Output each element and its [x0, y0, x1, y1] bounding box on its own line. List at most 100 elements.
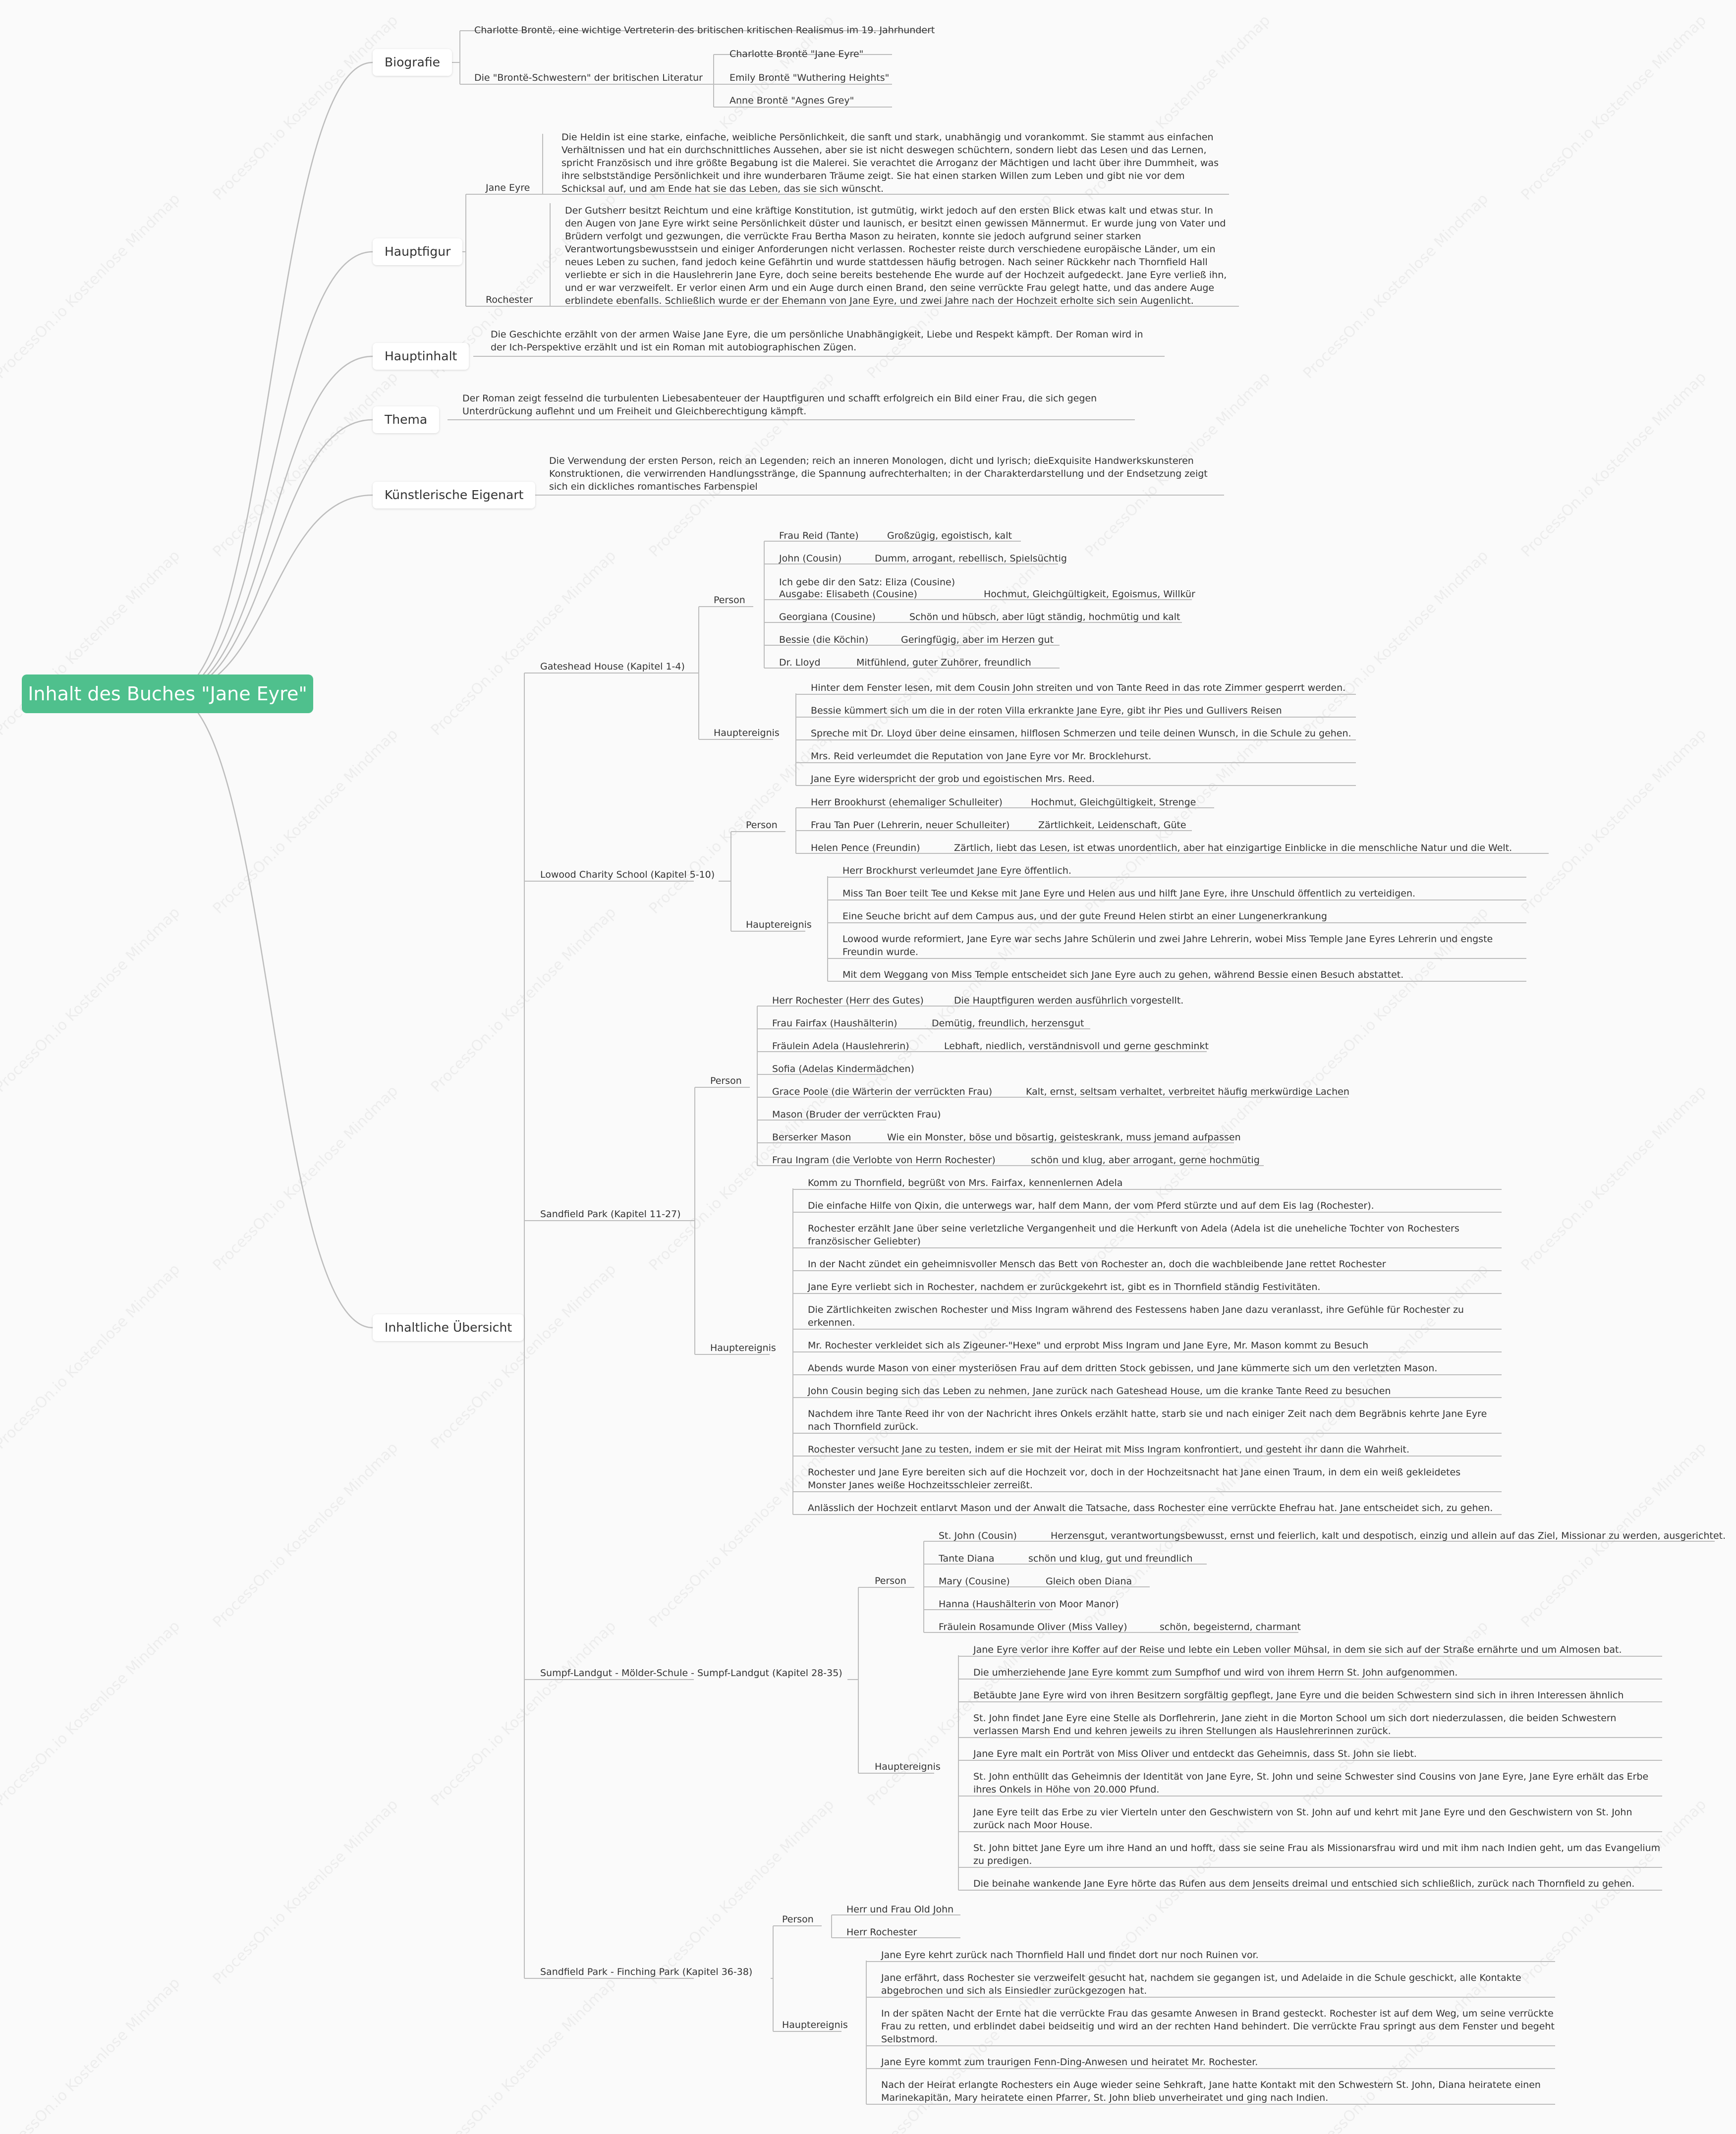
person-lowood-3[interactable]: Helen Pence (Freundin): [811, 842, 920, 853]
event-sandfield-11[interactable]: Rochester versucht Jane zu testen, indem…: [808, 1444, 1410, 1455]
person-gateshead-3-line2[interactable]: Ausgabe: Elisabeth (Cousine): [779, 589, 917, 600]
gateshead-person-label[interactable]: Person: [714, 595, 745, 606]
person-gateshead-4-desc[interactable]: Schön und hübsch, aber lügt ständig, hoc…: [909, 612, 1180, 622]
person-sandfield-8-desc[interactable]: schön und klug, aber arrogant, gerne hoc…: [1031, 1155, 1260, 1166]
bio-vertreterin[interactable]: Charlotte Brontë, eine wichtige Vertrete…: [474, 25, 935, 36]
branch-thema[interactable]: Thema: [373, 406, 440, 433]
section-sumpf-title[interactable]: Sumpf-Landgut - Mölder-Schule - Sumpf-La…: [540, 1668, 842, 1679]
person-lowood-1-desc[interactable]: Hochmut, Gleichgültigkeit, Strenge: [1031, 797, 1196, 808]
event-sandfield-8[interactable]: Abends wurde Mason von einer mysteriösen…: [808, 1363, 1438, 1374]
person-sandfield-7-desc[interactable]: Wie ein Monster, böse und bösartig, geis…: [887, 1132, 1241, 1143]
person-finching-2[interactable]: Herr Rochester: [846, 1927, 917, 1938]
event-finching-2[interactable]: Jane erfährt, dass Rochester sie verzwei…: [881, 1972, 1521, 1996]
event-lowood-3[interactable]: Eine Seuche bricht auf dem Campus aus, u…: [842, 911, 1327, 922]
event-finching-5[interactable]: Nach der Heirat erlangte Rochesters ein …: [881, 2079, 1541, 2103]
person-sumpf-3-desc[interactable]: Gleich oben Diana: [1046, 1576, 1132, 1587]
person-gateshead-1-desc[interactable]: Großzügig, egoistisch, kalt: [887, 530, 1012, 541]
event-sandfield-12[interactable]: Rochester und Jane Eyre bereiten sich au…: [808, 1467, 1461, 1491]
sandfield-hauptereignis-label[interactable]: Hauptereignis: [710, 1343, 776, 1353]
figur-rochester[interactable]: Rochester: [486, 294, 533, 305]
sandfield-person-label[interactable]: Person: [710, 1075, 742, 1086]
person-sumpf-5[interactable]: Fräulein Rosamunde Oliver (Miss Valley): [939, 1622, 1127, 1632]
person-gateshead-2-desc[interactable]: Dumm, arrogant, rebellisch, Spielsüchtig: [875, 553, 1067, 564]
person-gateshead-6[interactable]: Dr. Lloyd: [779, 657, 821, 668]
person-gateshead-3-desc[interactable]: Hochmut, Gleichgültigkeit, Egoismus, Wil…: [984, 589, 1195, 600]
person-sandfield-8[interactable]: Frau Ingram (die Verlobte von Herrn Roch…: [772, 1155, 996, 1166]
event-sumpf-9[interactable]: Die beinahe wankende Jane Eyre hörte das…: [973, 1878, 1635, 1889]
lowood-person-label[interactable]: Person: [746, 820, 778, 831]
gateshead-hauptereignis-label[interactable]: Hauptereignis: [714, 728, 780, 738]
event-sumpf-5[interactable]: Jane Eyre malt ein Porträt von Miss Oliv…: [973, 1748, 1417, 1759]
event-sumpf-2[interactable]: Die umherziehende Jane Eyre kommt zum Su…: [973, 1667, 1458, 1678]
person-sandfield-2-desc[interactable]: Demütig, freundlich, herzensgut: [932, 1018, 1084, 1029]
person-gateshead-1[interactable]: Frau Reid (Tante): [779, 530, 859, 541]
person-gateshead-5[interactable]: Bessie (die Köchin): [779, 634, 869, 645]
event-sandfield-6[interactable]: Die Zärtlichkeiten zwischen Rochester un…: [808, 1304, 1464, 1328]
bio-schwestern[interactable]: Die "Brontë-Schwestern" der britischen L…: [474, 72, 703, 83]
event-sandfield-4[interactable]: In der Nacht zündet ein geheimnisvoller …: [808, 1259, 1386, 1270]
person-lowood-2[interactable]: Frau Tan Puer (Lehrerin, neuer Schulleit…: [811, 820, 1010, 831]
event-sumpf-1[interactable]: Jane Eyre verlor ihre Koffer auf der Rei…: [973, 1644, 1622, 1655]
person-gateshead-4[interactable]: Georgiana (Cousine): [779, 612, 876, 622]
event-lowood-1[interactable]: Herr Brockhurst verleumdet Jane Eyre öff…: [842, 865, 1071, 876]
event-finching-3[interactable]: In der späten Nacht der Ernte hat die ve…: [881, 2008, 1555, 2045]
person-sumpf-1-desc[interactable]: Herzensgut, verantwortungsbewusst, ernst…: [1051, 1530, 1726, 1541]
event-gateshead-5[interactable]: Jane Eyre widerspricht der grob und egoi…: [811, 774, 1095, 785]
section-sandfield-title[interactable]: Sandfield Park (Kapitel 11-27): [540, 1209, 681, 1220]
person-sumpf-4[interactable]: Hanna (Haushälterin von Moor Manor): [939, 1599, 1119, 1610]
sumpf-person-label[interactable]: Person: [875, 1575, 906, 1586]
person-sumpf-2-desc[interactable]: schön und klug, gut und freundlich: [1028, 1553, 1193, 1564]
section-finching-title[interactable]: Sandfield Park - Finching Park (Kapitel …: [540, 1966, 753, 1977]
event-sumpf-3[interactable]: Betäubte Jane Eyre wird von ihren Besitz…: [973, 1690, 1624, 1701]
event-lowood-2[interactable]: Miss Tan Boer teilt Tee und Kekse mit Ja…: [842, 888, 1416, 899]
branch-hauptfigur[interactable]: Hauptfigur: [373, 238, 463, 265]
event-finching-4[interactable]: Jane Eyre kommt zum traurigen Fenn-Ding-…: [881, 2057, 1258, 2068]
event-sumpf-6[interactable]: St. John enthüllt das Geheimnis der Iden…: [973, 1771, 1649, 1795]
branch-kuenstlerische-eigenart[interactable]: Künstlerische Eigenart: [373, 482, 536, 508]
person-sandfield-6[interactable]: Mason (Bruder der verrückten Frau): [772, 1109, 941, 1120]
finching-hauptereignis-label[interactable]: Hauptereignis: [782, 2020, 848, 2030]
event-gateshead-1[interactable]: Hinter dem Fenster lesen, mit dem Cousin…: [811, 682, 1346, 693]
person-sandfield-3[interactable]: Fräulein Adela (Hauslehrerin): [772, 1041, 909, 1052]
bio-emily[interactable]: Emily Brontë "Wuthering Heights": [729, 72, 890, 83]
branch-biografie[interactable]: Biografie: [373, 49, 452, 76]
person-sumpf-5-desc[interactable]: schön, begeisternd, charmant: [1160, 1622, 1301, 1632]
person-lowood-2-desc[interactable]: Zärtlichkeit, Leidenschaft, Güte: [1038, 820, 1186, 831]
sumpf-hauptereignis-label[interactable]: Hauptereignis: [875, 1761, 941, 1772]
event-gateshead-3[interactable]: Spreche mit Dr. Lloyd über deine einsame…: [811, 728, 1351, 739]
figur-jane-eyre[interactable]: Jane Eyre: [486, 182, 530, 193]
root-node[interactable]: Inhalt des Buches "Jane Eyre": [22, 674, 313, 713]
person-sumpf-2[interactable]: Tante Diana: [939, 1553, 995, 1564]
event-sandfield-1[interactable]: Komm zu Thornfield, begrüßt von Mrs. Fai…: [808, 1178, 1123, 1188]
branch-hauptinhalt[interactable]: Hauptinhalt: [373, 343, 469, 370]
event-sandfield-10[interactable]: Nachdem ihre Tante Reed ihr von der Nach…: [808, 1408, 1487, 1432]
event-sandfield-3[interactable]: Rochester erzählt Jane über seine verlet…: [808, 1223, 1459, 1247]
event-sandfield-2[interactable]: Die einfache Hilfe von Qixin, die unterw…: [808, 1200, 1374, 1211]
event-sandfield-13[interactable]: Anlässlich der Hochzeit entlarvt Mason u…: [808, 1503, 1493, 1514]
person-sandfield-1-desc[interactable]: Die Hauptfiguren werden ausführlich vorg…: [954, 995, 1184, 1006]
finching-person-label[interactable]: Person: [782, 1914, 814, 1925]
person-gateshead-5-desc[interactable]: Geringfügig, aber im Herzen gut: [901, 634, 1054, 645]
event-finching-1[interactable]: Jane Eyre kehrt zurück nach Thornfield H…: [881, 1950, 1259, 1961]
event-sumpf-8[interactable]: St. John bittet Jane Eyre um ihre Hand a…: [973, 1843, 1661, 1866]
section-lowood-title[interactable]: Lowood Charity School (Kapitel 5-10): [540, 869, 715, 880]
event-sandfield-7[interactable]: Mr. Rochester verkleidet sich als Zigeun…: [808, 1340, 1369, 1351]
event-lowood-5[interactable]: Mit dem Weggang von Miss Temple entschei…: [842, 969, 1404, 980]
person-sumpf-1[interactable]: St. John (Cousin): [939, 1530, 1017, 1541]
event-sandfield-5[interactable]: Jane Eyre verliebt sich in Rochester, na…: [808, 1282, 1321, 1292]
event-gateshead-2[interactable]: Bessie kümmert sich um die in der roten …: [811, 705, 1282, 716]
event-sumpf-7[interactable]: Jane Eyre teilt das Erbe zu vier Viertel…: [973, 1807, 1632, 1831]
section-gateshead-title[interactable]: Gateshead House (Kapitel 1-4): [540, 661, 685, 672]
person-sandfield-2[interactable]: Frau Fairfax (Haushälterin): [772, 1018, 897, 1029]
person-gateshead-2[interactable]: John (Cousin): [779, 553, 842, 564]
person-sumpf-3[interactable]: Mary (Cousine): [939, 1576, 1010, 1587]
person-lowood-3-desc[interactable]: Zärtlich, liebt das Lesen, ist etwas uno…: [954, 842, 1512, 853]
person-sandfield-1[interactable]: Herr Rochester (Herr des Gutes): [772, 995, 924, 1006]
person-finching-1[interactable]: Herr und Frau Old John: [846, 1904, 954, 1915]
lowood-hauptereignis-label[interactable]: Hauptereignis: [746, 919, 812, 930]
person-sandfield-5[interactable]: Grace Poole (die Wärterin der verrückten…: [772, 1086, 993, 1097]
person-gateshead-3[interactable]: Ich gebe dir den Satz: Eliza (Cousine): [779, 577, 955, 588]
bio-charlotte[interactable]: Charlotte Brontë "Jane Eyre": [729, 49, 864, 59]
event-sandfield-9[interactable]: John Cousin beging sich das Leben zu neh…: [808, 1386, 1391, 1397]
event-gateshead-4[interactable]: Mrs. Reid verleumdet die Reputation von …: [811, 751, 1152, 762]
